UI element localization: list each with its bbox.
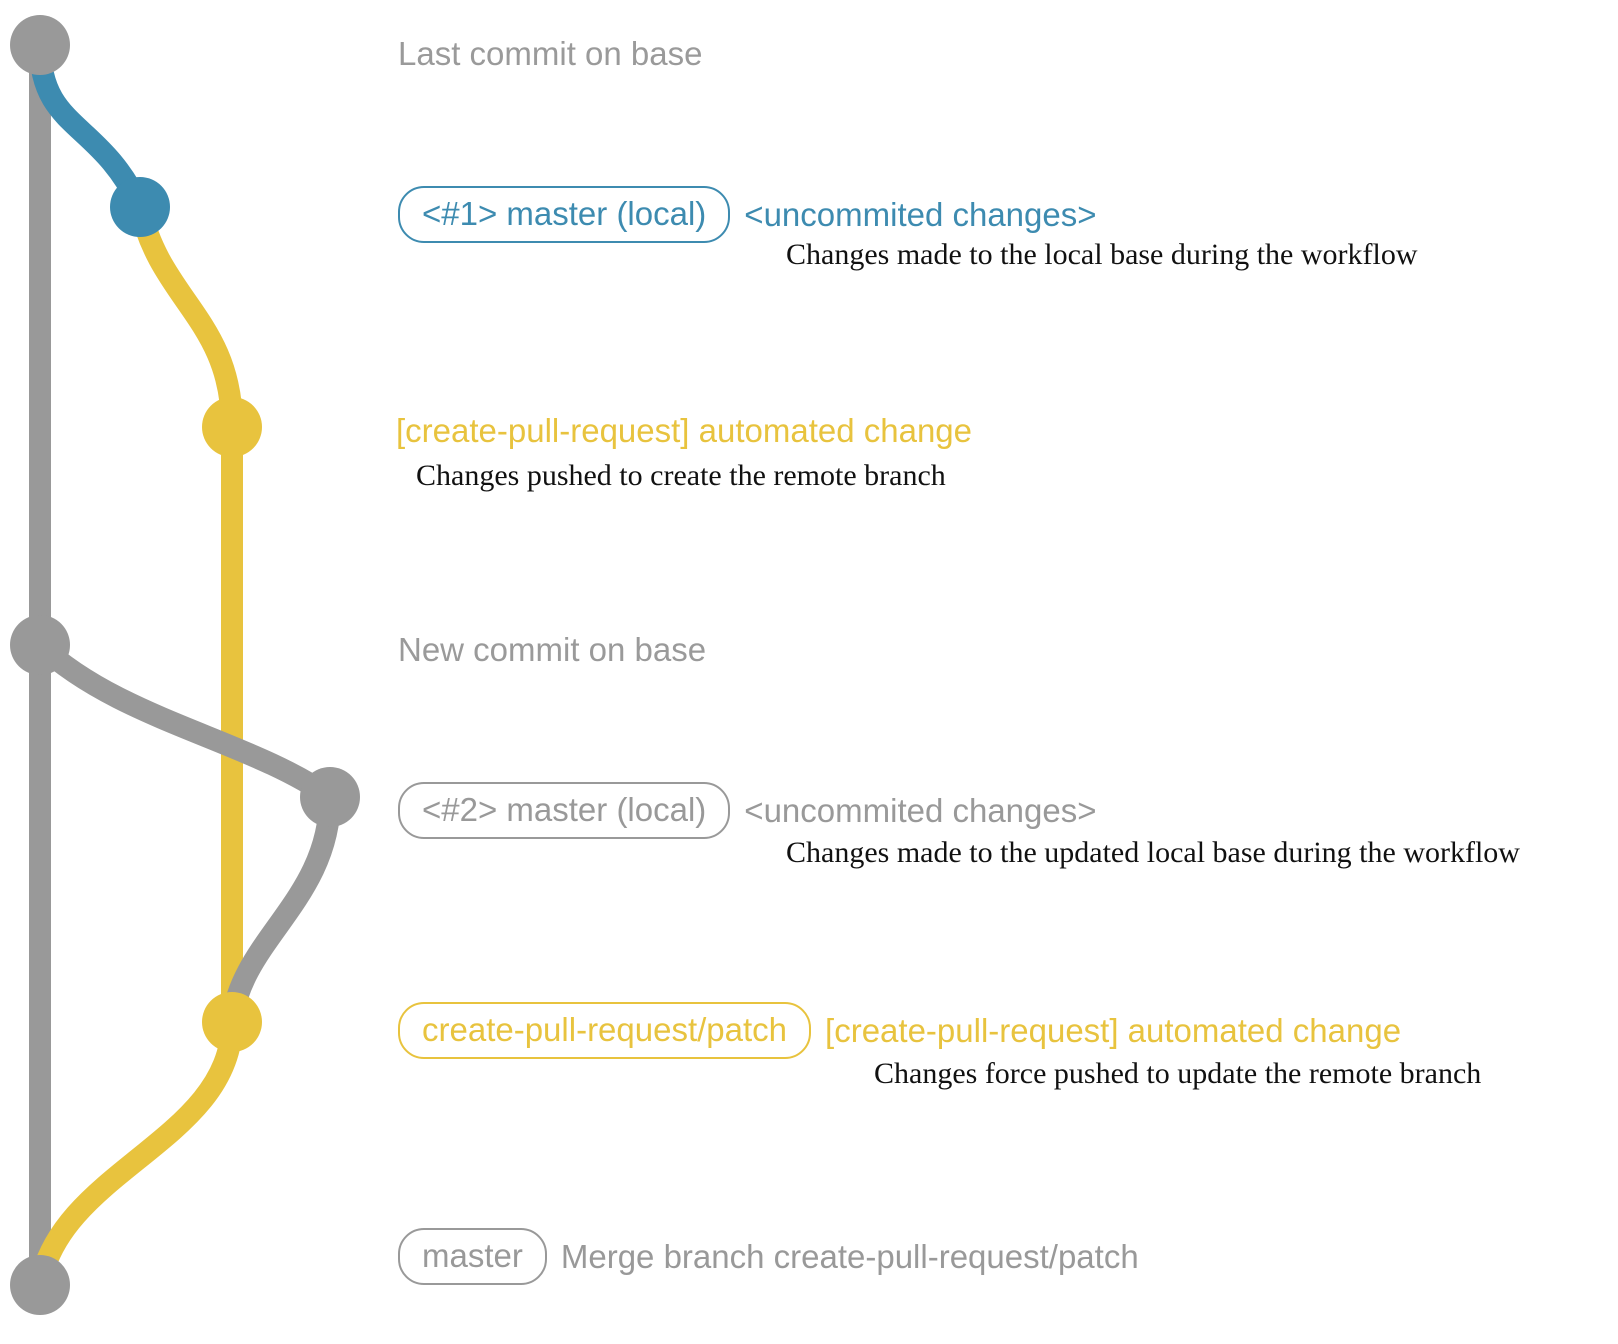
local-branch-line-2 <box>29 634 341 808</box>
commit-row-merge-commit: master Merge branch create-pull-request/… <box>398 1228 1139 1285</box>
branch-badge-master-local-1[interactable]: <#1> master (local) <box>398 186 731 243</box>
commit-subject-automated-change-2: [create-pull-request] automated change <box>825 1012 1402 1049</box>
commit-subject-automated-change-1: [create-pull-request] automated change <box>396 412 973 449</box>
commit-node-last-commit-on-base[interactable] <box>10 15 70 75</box>
commit-note-master-local-2: Changes made to the updated local base d… <box>786 836 1520 869</box>
commit-subject-master-local-1: <uncommited changes> <box>744 196 1097 233</box>
commit-node-automated-change-2[interactable] <box>202 992 262 1052</box>
commit-node-master-local-2[interactable] <box>300 767 360 827</box>
commit-subject-master-local-2: <uncommited changes> <box>744 792 1097 829</box>
branch-badge-create-pull-request-patch[interactable]: create-pull-request/patch <box>398 1002 812 1059</box>
commit-node-new-commit-on-base[interactable] <box>10 615 70 675</box>
patch-branch-line-1 <box>129 196 243 438</box>
commit-node-automated-change-1[interactable] <box>202 397 262 457</box>
branch-badge-master-local-2[interactable]: <#2> master (local) <box>398 782 731 839</box>
commit-note-master-local-1: Changes made to the local base during th… <box>786 238 1418 271</box>
commit-node-master-local-1[interactable] <box>110 177 170 237</box>
commit-note-automated-change-2: Changes force pushed to update the remot… <box>874 1057 1482 1090</box>
commit-subject-last-commit-on-base: Last commit on base <box>398 35 703 72</box>
commit-node-merge-commit[interactable] <box>10 1255 70 1315</box>
commit-subject-new-commit-on-base: New commit on base <box>398 631 707 668</box>
commit-note-automated-change-1: Changes pushed to create the remote bran… <box>416 459 946 492</box>
commit-row-master-local-1: <#1> master (local) <uncommited changes> <box>398 186 1097 243</box>
merge-line <box>29 1011 243 1296</box>
commit-row-master-local-2: <#2> master (local) <uncommited changes> <box>398 782 1097 839</box>
commit-subject-merge-commit: Merge branch create-pull-request/patch <box>560 1238 1139 1275</box>
commit-row-automated-change-2: create-pull-request/patch [create-pull-r… <box>398 1002 1401 1059</box>
local-to-patch-line-2 <box>221 786 341 1033</box>
branch-badge-master[interactable]: master <box>398 1228 547 1285</box>
